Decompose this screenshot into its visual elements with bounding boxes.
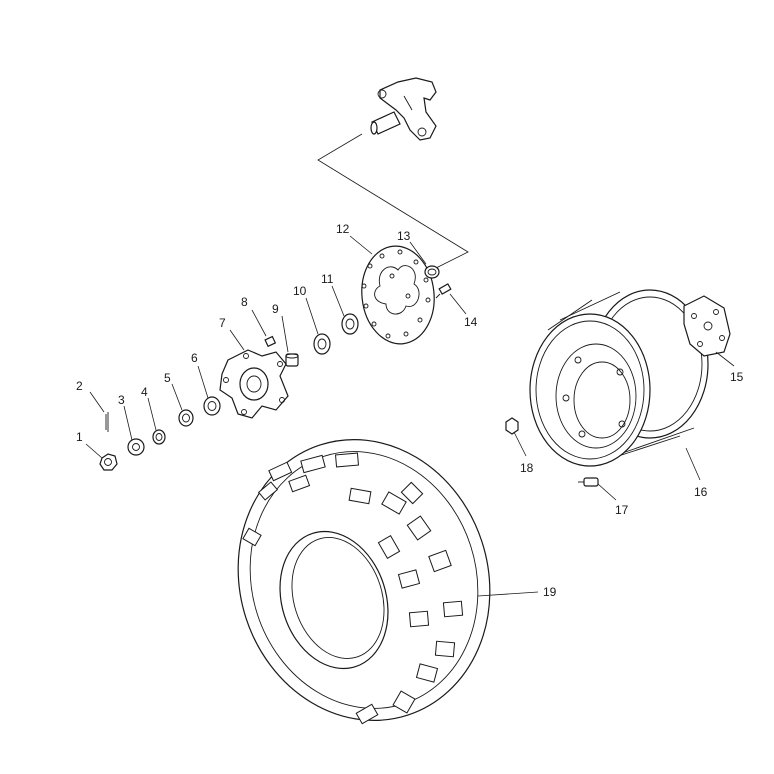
callout-18: 18 (520, 461, 534, 475)
callout-16: 16 (694, 485, 708, 499)
lug-nut (505, 417, 519, 435)
callout-3: 3 (118, 393, 125, 407)
bearing-cap (424, 265, 440, 279)
flat-washer (127, 438, 145, 456)
spacer (285, 353, 299, 367)
hub-seal (178, 409, 194, 427)
hub-bearing (203, 396, 221, 416)
callout-13: 13 (397, 229, 411, 243)
brake-disc (361, 245, 435, 345)
bearing-outer (341, 313, 359, 335)
castle-nut (99, 453, 118, 471)
callout-numbers: 1 2 3 4 5 6 7 8 9 10 11 12 13 14 15 16 1… (76, 222, 744, 599)
steering-knuckle (370, 77, 437, 141)
wheel-hub (219, 349, 289, 419)
wheel-stud (264, 335, 277, 348)
valve-stem (578, 477, 599, 487)
callout-15: 15 (730, 370, 744, 384)
callout-7: 7 (219, 316, 226, 330)
callout-10: 10 (293, 284, 307, 298)
hub-cap (683, 295, 731, 357)
callout-17: 17 (615, 503, 629, 517)
callout-12: 12 (336, 222, 350, 236)
callout-9: 9 (272, 302, 279, 316)
callout-14: 14 (464, 315, 478, 329)
callout-6: 6 (191, 351, 198, 365)
caliper-bolt (435, 283, 452, 299)
tire-tread (242, 452, 464, 725)
callout-19: 19 (543, 585, 557, 599)
tire (237, 439, 491, 725)
callout-5: 5 (164, 371, 171, 385)
callout-8: 8 (241, 295, 248, 309)
wheel-rim (529, 289, 709, 467)
assembly-line (317, 133, 469, 269)
bearing-inner (313, 333, 331, 355)
callout-1: 1 (76, 430, 83, 444)
cotter-pin (105, 412, 109, 432)
thrust-washer (152, 429, 166, 445)
callout-leaders (85, 235, 735, 597)
callout-4: 4 (141, 385, 148, 399)
callout-2: 2 (76, 379, 83, 393)
callout-11: 11 (321, 272, 334, 286)
